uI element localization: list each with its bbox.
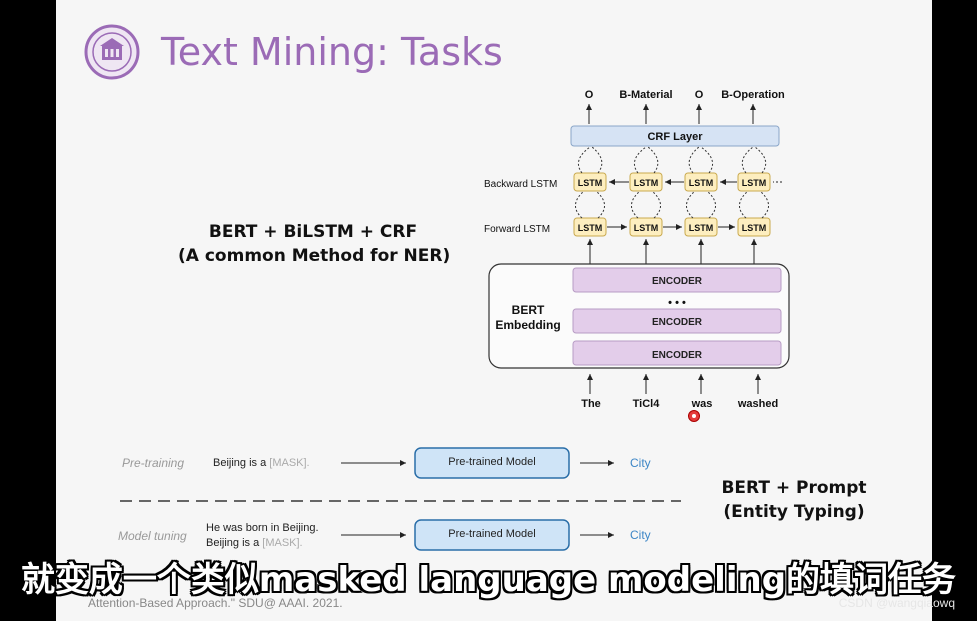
lstm-cell-label: LSTM: [578, 223, 603, 233]
embedding-label: Embedding: [495, 318, 560, 332]
lstm-cell-label: LSTM: [689, 178, 714, 188]
bert-bilstm-crf-diagram: O B-Material O B-Operation CRF Layer Bac…: [484, 89, 790, 410]
lstm-cell: [684, 172, 718, 192]
encoder-label: ENCODER: [652, 276, 703, 287]
pretrained-model-box: [414, 447, 570, 479]
crf-layer-label: CRF Layer: [647, 131, 703, 143]
input-token: washed: [737, 398, 778, 410]
backward-lstm-row: LSTM LSTM LSTM LSTM: [573, 172, 782, 192]
encoder-label: ENCODER: [652, 317, 703, 328]
output-tag: O: [585, 89, 594, 101]
watermark: CSDN @wangqiaowq: [838, 596, 955, 610]
tuning-input-line2: Beijing is a [MASK].: [206, 537, 303, 549]
output-tag: B-Operation: [721, 89, 785, 101]
lstm-cell: [684, 217, 718, 237]
output-tag: B-Material: [619, 89, 672, 101]
bert-label: BERT: [512, 303, 545, 317]
tuning-input: He was born in Beijing. Beijing is a [MA…: [206, 521, 319, 551]
pretraining-label: Pre-training: [122, 456, 185, 470]
pretrained-model-box: [414, 519, 570, 551]
encoder-block: [572, 340, 782, 366]
forward-lstm-row: LSTM LSTM LSTM LSTM: [573, 217, 771, 237]
lstm-cell-label: LSTM: [578, 178, 603, 188]
crf-layer: [570, 125, 780, 147]
lstm-cell-label: LSTM: [742, 178, 767, 188]
lstm-cell: [737, 217, 771, 237]
backward-lstm-label: Backward LSTM: [484, 179, 557, 190]
encoder-ellipsis: • • •: [668, 297, 686, 309]
prompt-diagram: [120, 447, 681, 551]
prompt-heading-line1: BERT + Prompt: [721, 478, 867, 498]
lstm-connectors: [575, 146, 769, 219]
method-heading: BERT + BiLSTM + CRF (A common Method for…: [178, 220, 451, 268]
cursor-indicator: [688, 410, 700, 422]
lstm-cell-label: LSTM: [634, 178, 659, 188]
encoder-block: [572, 267, 782, 293]
pretraining-input: Beijing is a [MASK].: [213, 457, 310, 469]
video-subtitle: 就变成一个类似masked language modeling的填词任务: [20, 560, 957, 600]
tuning-input-line1: He was born in Beijing.: [206, 522, 319, 534]
lstm-cell: [629, 172, 663, 192]
encoder-block: [572, 308, 782, 334]
lstm-cell: [573, 172, 607, 192]
lstm-cell: [573, 217, 607, 237]
output-tag: O: [695, 89, 704, 101]
university-seal-icon: [84, 24, 140, 80]
slide: Text Mining: Tasks BERT + BiLSTM + CRF (…: [56, 0, 932, 621]
input-token: The: [581, 398, 601, 410]
lstm-cell-label: LSTM: [634, 223, 659, 233]
input-token: TiCl4: [633, 398, 661, 410]
forward-lstm-label: Forward LSTM: [484, 224, 550, 235]
prompt-heading: BERT + Prompt (Entity Typing): [704, 476, 884, 524]
method-line1: BERT + BiLSTM + CRF: [208, 222, 418, 242]
pretrained-model-label: Pre-trained Model: [448, 528, 536, 540]
method-line2: (A common Method for NER): [178, 246, 451, 266]
pretrained-model-label: Pre-trained Model: [448, 456, 536, 468]
output-city: City: [630, 456, 651, 470]
slide-title: Text Mining: Tasks: [161, 30, 503, 74]
output-city: City: [630, 528, 651, 542]
lstm-cell-label: LSTM: [742, 223, 767, 233]
lstm-cell: [629, 217, 663, 237]
encoder-label: ENCODER: [652, 350, 703, 361]
lstm-cell: [737, 172, 771, 192]
prompt-heading-line2: (Entity Typing): [723, 502, 865, 522]
input-token: was: [691, 398, 713, 410]
lstm-cell-label: LSTM: [689, 223, 714, 233]
reference-text: Attention-Based Approach." SDU@ AAAI. 20…: [88, 596, 343, 610]
model-tuning-label: Model tuning: [118, 529, 187, 543]
